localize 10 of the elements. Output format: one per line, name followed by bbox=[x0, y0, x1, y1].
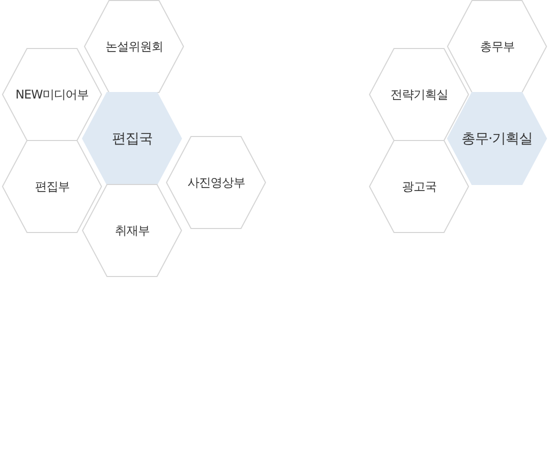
department-label: 편집부 bbox=[34, 178, 70, 195]
department-label: 총무·기획실 bbox=[460, 130, 534, 148]
department-label: 논설위원회 bbox=[104, 38, 164, 55]
department-label: 사진영상부 bbox=[186, 174, 246, 191]
department-label: 취재부 bbox=[114, 222, 150, 239]
department-label: 전략기획실 bbox=[389, 86, 449, 103]
department-label: 총무부 bbox=[478, 38, 516, 55]
department-label: 광고국 bbox=[400, 178, 438, 195]
department-label: 편집국 bbox=[110, 130, 154, 148]
department-label: NEW미디어부 bbox=[14, 86, 90, 103]
